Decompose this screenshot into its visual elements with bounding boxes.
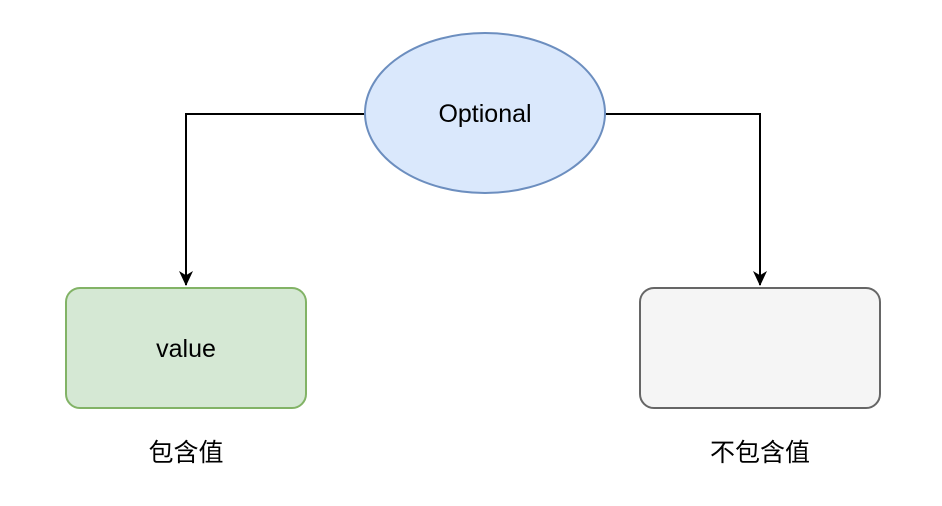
value-node	[65, 287, 307, 409]
edge-optional-to-empty	[605, 113, 767, 286]
value-node-label: value	[156, 335, 216, 363]
empty-node	[639, 287, 881, 409]
optional-node-label: Optional	[438, 100, 531, 128]
optional-node	[364, 32, 606, 194]
caption-no-value: 不包含值	[710, 439, 810, 467]
edge-optional-to-value	[179, 113, 365, 286]
caption-has-value: 包含值	[148, 439, 223, 467]
